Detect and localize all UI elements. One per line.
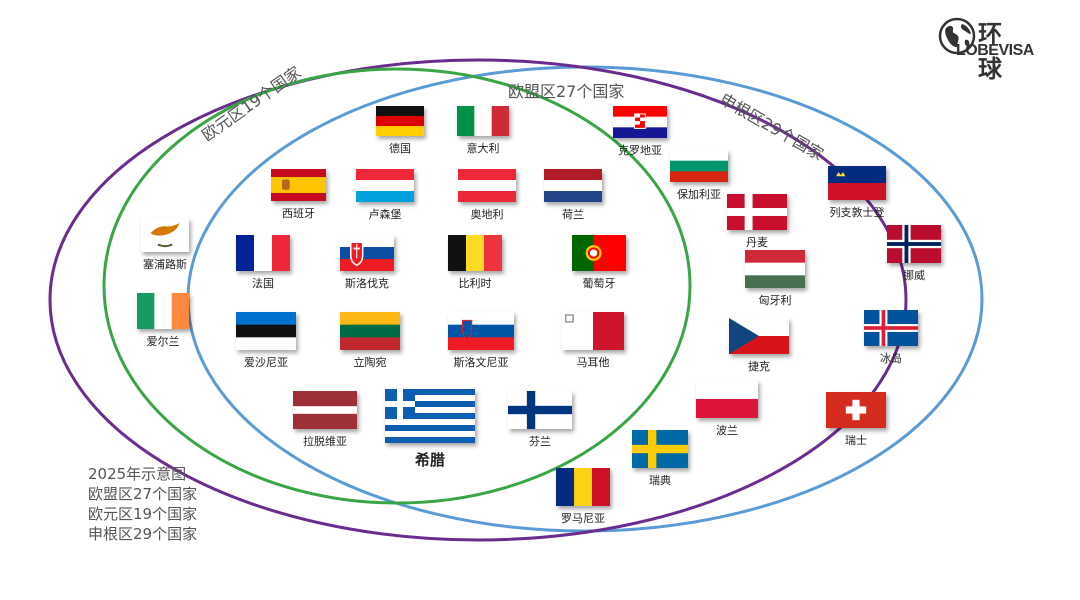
sweden-flag-icon	[632, 430, 688, 468]
schengen-circle	[186, 65, 984, 533]
croatia-flag-icon	[613, 106, 667, 138]
slovakia-flag-icon	[340, 235, 394, 271]
greece-flag-icon	[385, 389, 475, 443]
country-label: 斯洛伐克	[345, 277, 389, 290]
country-label: 波兰	[716, 424, 738, 437]
country-label: 瑞士	[845, 434, 867, 447]
country-label: 拉脱维亚	[303, 435, 347, 448]
country-label: 挪威	[903, 269, 925, 282]
finland-flag-icon	[508, 391, 572, 429]
country-label: 丹麦	[746, 236, 768, 249]
luxembourg-flag-icon	[356, 169, 414, 202]
latvia-flag-icon	[293, 391, 357, 429]
country-label: 瑞典	[649, 474, 671, 487]
poland-flag-icon	[696, 380, 758, 418]
portugal-flag-icon	[572, 235, 626, 271]
czechia-flag-icon	[729, 318, 789, 354]
country-label: 爱尔兰	[146, 335, 180, 348]
logo-chinese-text: 环 球	[978, 20, 1012, 83]
netherlands-flag-icon	[544, 169, 602, 202]
country-label: 意大利	[466, 142, 500, 155]
country-label: 葡萄牙	[582, 277, 616, 290]
switzerland-flag-icon	[826, 392, 886, 428]
country-label: 德国	[389, 142, 411, 155]
cyprus-flag-icon	[141, 218, 189, 252]
country-label: 塞浦路斯	[143, 258, 187, 271]
country-label: 冰岛	[880, 352, 902, 365]
romania-flag-icon	[556, 468, 610, 506]
country-label: 奥地利	[470, 208, 504, 221]
legend-line: 2025年示意图	[88, 465, 187, 483]
slovenia-flag-icon	[448, 312, 514, 350]
bulgaria-flag-icon	[670, 150, 728, 182]
country-label: 比利时	[458, 277, 492, 290]
country-label: 匈牙利	[758, 294, 792, 307]
legend-line: 欧盟区27个国家	[88, 485, 198, 503]
france-flag-icon	[236, 235, 290, 271]
country-label: 西班牙	[282, 207, 315, 220]
eu-circle	[48, 58, 908, 542]
austria-flag-icon	[458, 169, 516, 202]
country-label: 立陶宛	[353, 356, 387, 369]
country-label: 荷兰	[562, 208, 584, 221]
germany-flag-icon	[376, 106, 424, 136]
country-label: 爱沙尼亚	[244, 356, 288, 369]
lithuania-flag-icon	[340, 312, 400, 350]
country-label: 希腊	[414, 451, 446, 469]
country-label: 卢森堡	[368, 208, 402, 221]
italy-flag-icon	[457, 106, 509, 136]
country-label: 马耳他	[576, 356, 610, 369]
logo-english-text: LOBEVISA	[956, 42, 1034, 59]
country-label: 罗马尼亚	[561, 512, 605, 525]
denmark-flag-icon	[727, 194, 787, 230]
logo: 环 球 LOBEVISA	[938, 14, 1064, 83]
eu-label: 欧盟区27个国家	[508, 82, 625, 101]
country-label: 法国	[252, 277, 274, 290]
ireland-flag-icon	[137, 293, 189, 329]
liechtenstein-flag-icon	[828, 166, 886, 200]
spain-flag-icon	[271, 169, 326, 201]
country-label: 捷克	[748, 360, 770, 373]
belgium-flag-icon	[448, 235, 502, 271]
legend: 2025年示意图 欧盟区27个国家 欧元区19个国家 申根区29个国家	[88, 464, 197, 544]
hungary-flag-icon	[745, 250, 805, 288]
legend-line: 申根区29个国家	[88, 525, 198, 543]
norway-flag-icon	[887, 225, 941, 263]
legend-line: 欧元区19个国家	[88, 505, 198, 523]
eurozone-circle	[102, 67, 692, 505]
country-label: 斯洛文尼亚	[453, 356, 509, 369]
iceland-flag-icon	[864, 310, 918, 346]
malta-flag-icon	[562, 312, 624, 350]
country-label: 保加利亚	[677, 188, 721, 201]
country-label: 列支敦士登	[829, 206, 885, 219]
country-label: 克罗地亚	[618, 144, 662, 157]
globe-icon	[938, 17, 976, 55]
country-label: 芬兰	[529, 435, 551, 448]
estonia-flag-icon	[236, 312, 296, 350]
